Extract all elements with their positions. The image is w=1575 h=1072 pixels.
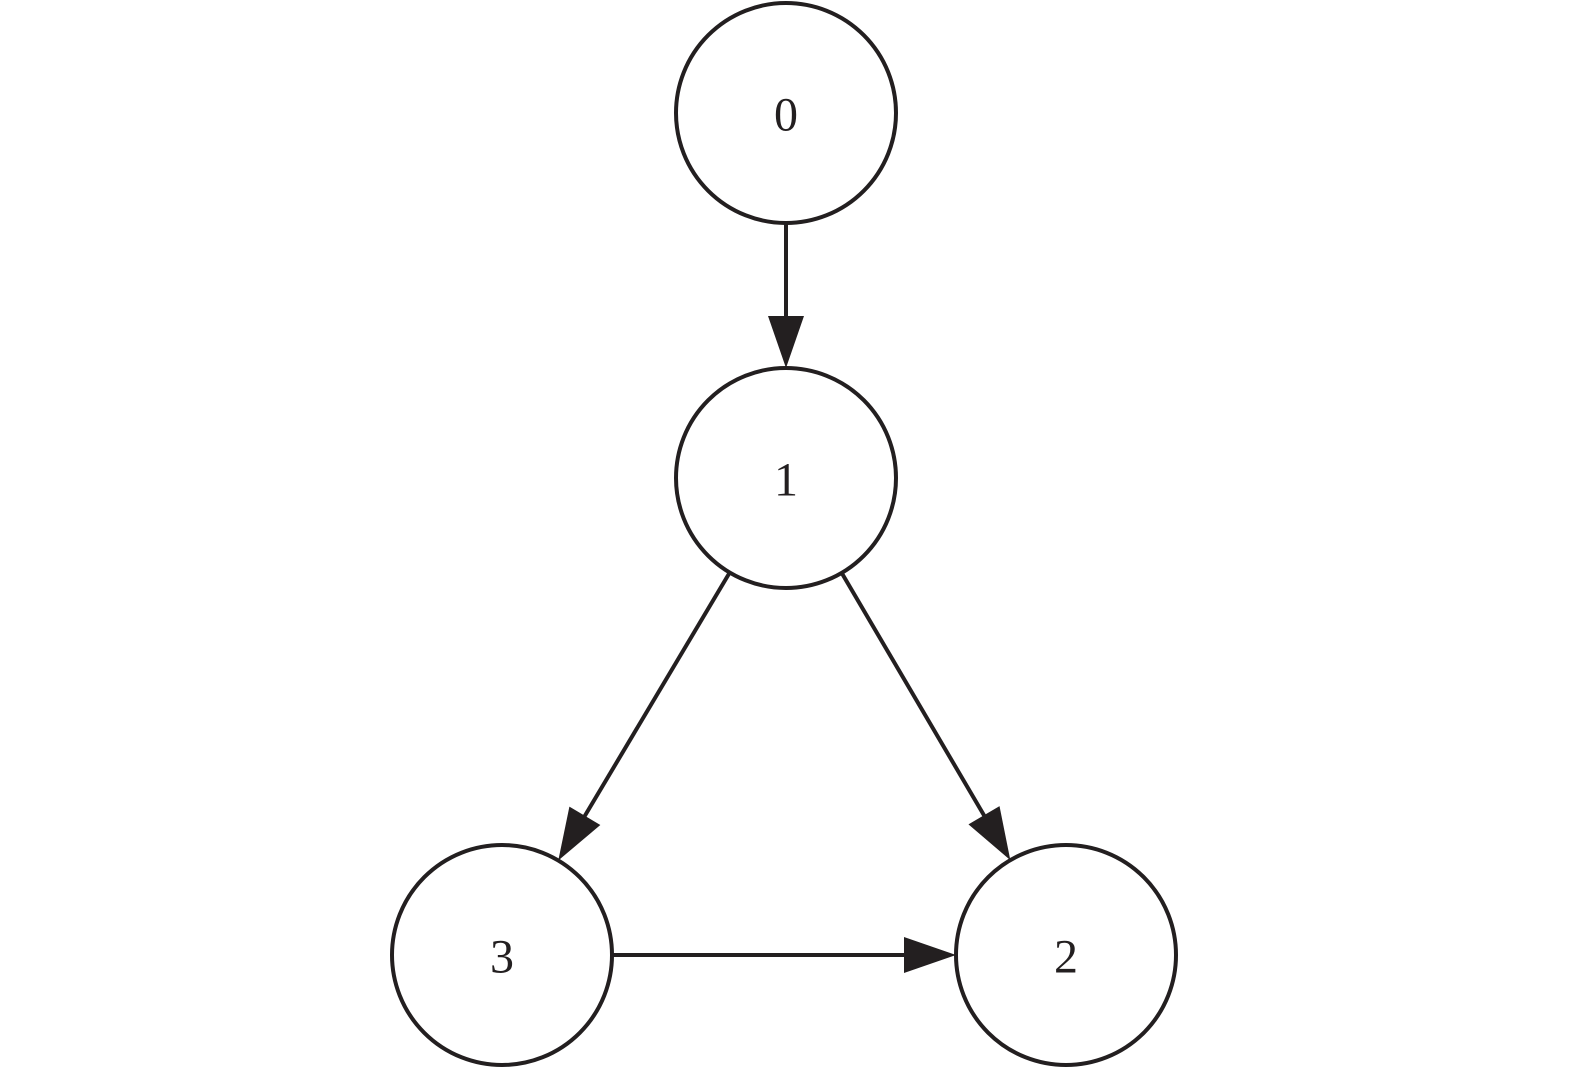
arrowhead-icon	[558, 806, 601, 861]
nodes-layer: 0 1 2 3	[390, 1, 1178, 1067]
node-label: 3	[490, 931, 514, 984]
node-label: 1	[774, 454, 798, 507]
edge-line	[839, 571, 987, 819]
node-3: 3	[390, 843, 614, 1067]
node-label: 2	[1054, 931, 1078, 984]
edge-0-to-1	[768, 223, 804, 368]
arrowhead-icon	[968, 806, 1011, 861]
node-circle	[954, 843, 1178, 1067]
node-circle	[674, 366, 898, 590]
node-circle	[674, 1, 898, 225]
edge-1-to-3	[558, 571, 732, 861]
edge-1-to-2	[839, 571, 1011, 861]
edge-line	[582, 571, 732, 819]
edge-3-to-2	[612, 937, 956, 973]
node-label: 0	[774, 89, 798, 142]
node-1: 1	[674, 366, 898, 590]
node-0: 0	[674, 1, 898, 225]
arrowhead-icon	[904, 937, 956, 973]
edges-layer	[558, 223, 1011, 973]
node-2: 2	[954, 843, 1178, 1067]
arrowhead-icon	[768, 316, 804, 368]
node-circle	[390, 843, 614, 1067]
